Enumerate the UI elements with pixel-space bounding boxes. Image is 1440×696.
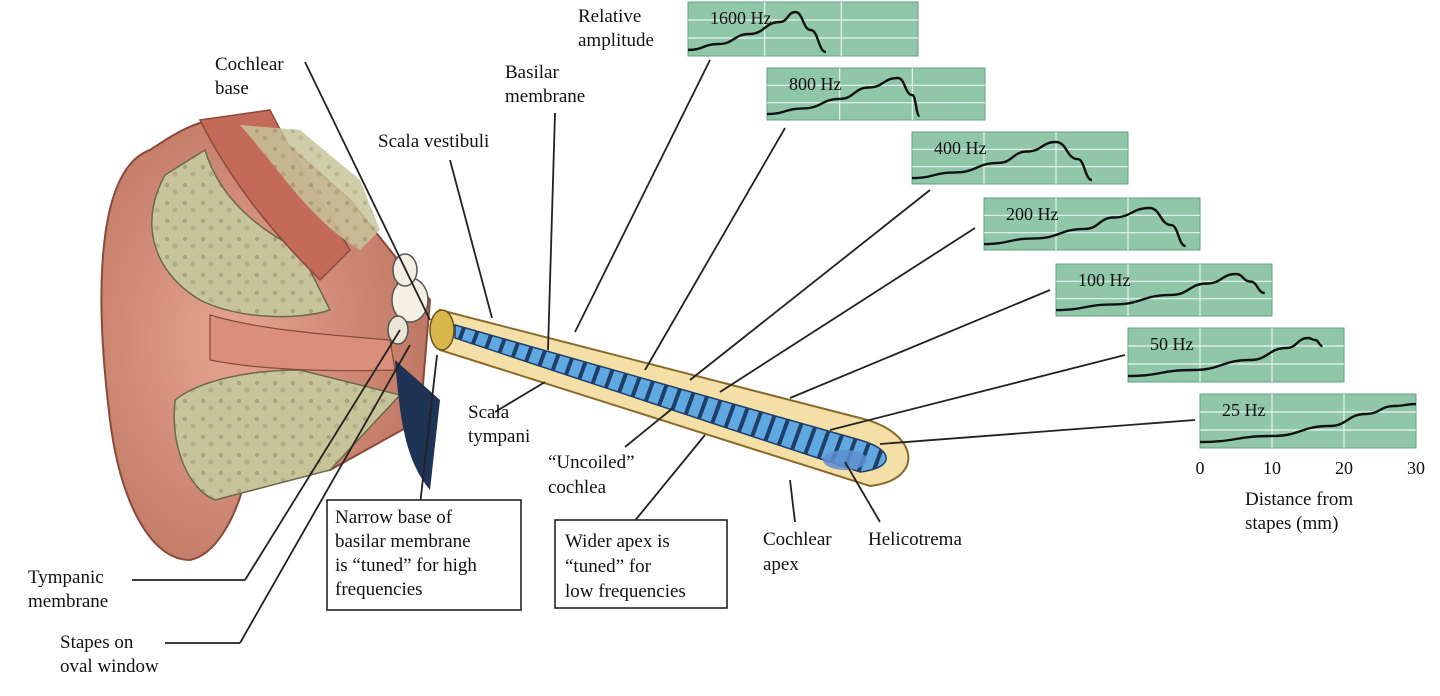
label-scala-vestibuli: Scala vestibuli — [378, 131, 489, 152]
label-stapes: Stapes on oval window — [60, 632, 159, 677]
label-scala-tympani: Scala tympani — [468, 402, 530, 447]
narrow-base-callout-box — [326, 499, 522, 611]
frequency-label: 100 Hz — [1078, 270, 1131, 290]
uncoiled-cochlea-shape — [429, 308, 910, 488]
label-line: Distance from — [1245, 489, 1353, 510]
label-line: Stapes on — [60, 632, 134, 653]
label-line: Narrow base of — [335, 507, 453, 528]
label-line: tympani — [468, 426, 530, 447]
label-line: Relative — [578, 6, 641, 27]
distance-axis: 0 10 20 30 — [1196, 458, 1426, 478]
label-line: membrane — [505, 86, 585, 107]
panel-background — [1055, 263, 1273, 317]
frequency-label: 50 Hz — [1150, 334, 1194, 354]
panel-background — [911, 131, 1129, 185]
x-tick-label: 20 — [1335, 458, 1353, 478]
ear-illustration — [100, 109, 440, 562]
panel-800-hz: 800 Hz — [766, 67, 986, 121]
panel-1600-hz: 1600 Hz — [687, 1, 919, 57]
label-line: cochlea — [548, 477, 607, 498]
label-distance-axis: Distance from stapes (mm) — [1245, 489, 1353, 534]
label-line: “tuned” for — [565, 556, 652, 577]
frequency-label: 1600 Hz — [710, 8, 772, 28]
x-tick-label: 0 — [1196, 458, 1205, 478]
label-tympanic-membrane: Tympanic membrane — [28, 567, 108, 612]
response-curve — [687, 10, 827, 54]
label-line: Basilar — [505, 62, 559, 83]
frequency-label: 200 Hz — [1006, 204, 1059, 224]
label-line: Cochlear — [763, 529, 832, 550]
response-curve — [1055, 272, 1266, 312]
frequency-label: 25 Hz — [1222, 400, 1266, 420]
label-helicotrema: Helicotrema — [868, 529, 962, 550]
x-tick-label: 30 — [1407, 458, 1425, 478]
response-curve — [1199, 402, 1417, 444]
wider-apex-callout-box — [554, 519, 728, 609]
response-curve — [911, 140, 1093, 182]
label-line: Cochlear — [215, 54, 284, 75]
label-line: Tympanic — [28, 567, 104, 588]
label-line: amplitude — [578, 30, 654, 51]
label-line: low frequencies — [565, 581, 686, 602]
label-line: Scala vestibuli — [378, 131, 489, 152]
label-line: “Uncoiled” — [548, 452, 635, 473]
label-cochlear-apex: Cochlear apex — [763, 529, 832, 575]
frequency-panels: 1600 Hz 800 Hz 400 Hz 200 Hz 100 Hz 50 Hz 25 H… — [687, 1, 1417, 449]
panel-100-hz: 100 Hz — [1055, 263, 1273, 317]
label-line: stapes (mm) — [1245, 513, 1338, 534]
label-line: is “tuned” for high — [335, 555, 477, 576]
frequency-label: 800 Hz — [789, 74, 842, 94]
panel-background — [687, 1, 919, 57]
x-tick-label: 10 — [1263, 458, 1281, 478]
panel-400-hz: 400 Hz — [911, 131, 1129, 185]
panel-25-hz: 25 Hz — [1199, 393, 1417, 449]
label-line: frequencies — [335, 579, 423, 600]
panel-background — [766, 67, 986, 121]
label-relative-amplitude: Relative amplitude — [578, 6, 654, 51]
panel-background — [983, 197, 1201, 251]
label-uncoiled-cochlea: “Uncoiled” cochlea — [548, 452, 635, 498]
label-wider-apex-box: Wider apex is “tuned” for low frequencies — [565, 531, 686, 602]
label-basilar-membrane: Basilar membrane — [505, 62, 585, 107]
response-curve — [766, 76, 921, 118]
response-curve — [1127, 336, 1323, 378]
label-line: membrane — [28, 591, 108, 612]
response-curve — [983, 206, 1187, 248]
label-line: base — [215, 78, 249, 99]
label-line: oval window — [60, 656, 159, 677]
label-line: Helicotrema — [868, 529, 962, 550]
label-narrow-base-box: Narrow base of basilar membrane is “tuned”… — [335, 507, 477, 600]
label-cochlear-base: Cochlear base — [215, 54, 284, 99]
frequency-label: 400 Hz — [934, 138, 987, 158]
label-line: Wider apex is — [565, 531, 670, 552]
label-line: basilar membrane — [335, 531, 471, 552]
label-line: apex — [763, 554, 799, 575]
label-line: Scala — [468, 402, 510, 423]
panel-200-hz: 200 Hz — [983, 197, 1201, 251]
leader-lines — [132, 59, 1196, 644]
panel-50-hz: 50 Hz — [1127, 327, 1345, 383]
